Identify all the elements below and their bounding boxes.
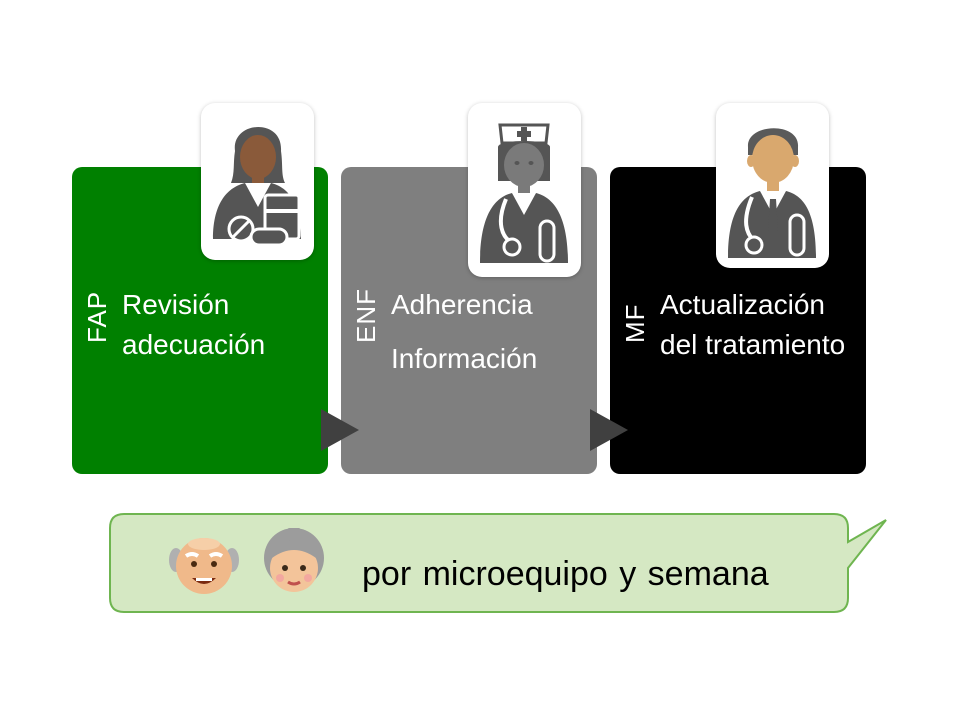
pharmacist-card — [201, 103, 314, 260]
fap-text: Revisión adecuación — [122, 289, 266, 360]
pharmacist-icon — [213, 126, 301, 247]
enf-content: Adherencia Información — [391, 285, 587, 379]
nurse-icon — [480, 123, 568, 263]
nurse-card — [468, 103, 581, 277]
arrow-fap-to-enf — [321, 409, 359, 451]
doctor-icon — [728, 128, 816, 258]
mf-content: Actualización del tratamiento — [660, 285, 856, 365]
doctor-card — [716, 103, 829, 268]
arrow-enf-to-mf — [590, 409, 628, 451]
old-woman-icon — [264, 528, 324, 592]
enf-text-2: Información — [391, 343, 538, 374]
old-man-icon — [169, 538, 239, 594]
fap-content: Revisión adecuación — [122, 285, 318, 365]
bubble-text: por microequipo y semana — [362, 555, 769, 593]
enf-text-1: Adherencia — [391, 289, 533, 320]
mf-text: Actualización del tratamiento — [660, 289, 846, 360]
